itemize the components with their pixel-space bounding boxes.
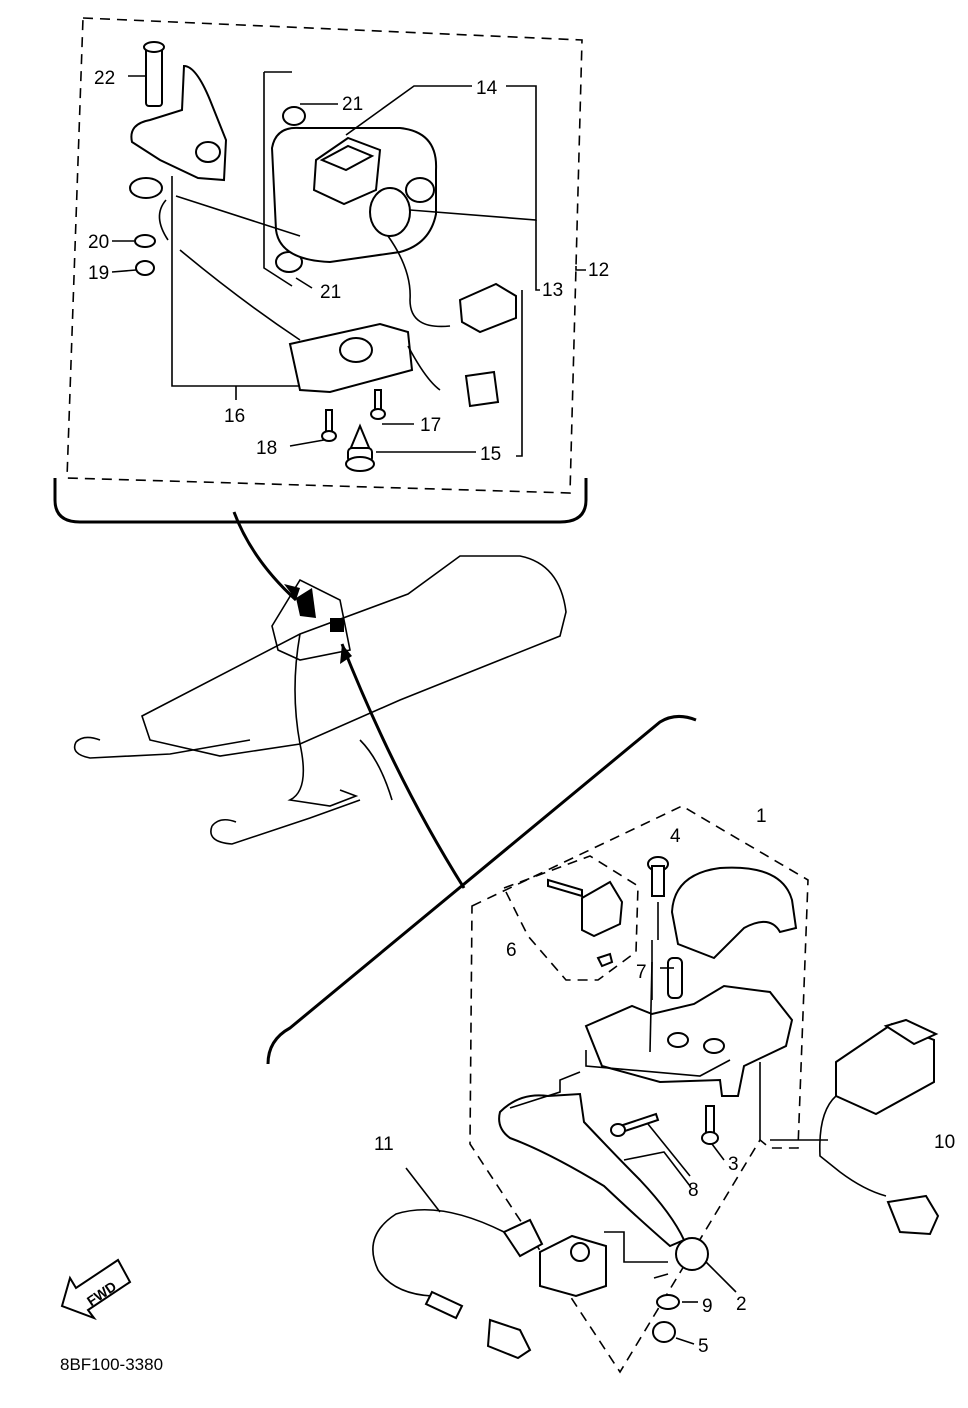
callout-9: 9: [702, 1296, 713, 1317]
callout-16: 16: [224, 406, 245, 427]
callout-10: 10: [934, 1132, 955, 1153]
mounting-bracket: [129, 41, 228, 241]
washer-19: [135, 260, 155, 276]
assembly-1-dashed-boundary: [469, 805, 809, 1374]
washer-20: [134, 234, 156, 248]
plug-15: [345, 423, 375, 472]
callout-6: 6: [506, 940, 517, 961]
callout-8: 8: [688, 1180, 699, 1201]
diagram-code: 8BF100-3380: [60, 1355, 163, 1374]
callout-20: 20: [88, 232, 109, 253]
callout-2: 2: [736, 1294, 747, 1315]
relay-10: [819, 1018, 940, 1236]
bolt-4: [647, 856, 669, 897]
screw-8: [610, 1112, 660, 1137]
inset-frame: [53, 478, 588, 524]
nut-21-top: [282, 106, 306, 126]
fwd-arrow: FWD: [60, 1258, 132, 1321]
callout-1: 1: [756, 806, 767, 827]
collar-7: [667, 957, 683, 999]
brake-switch: [372, 1208, 607, 1360]
callout-3: 3: [728, 1154, 739, 1175]
screw-3: [701, 1105, 719, 1145]
callout-21-bottom: 21: [320, 282, 341, 303]
callout-4: 4: [670, 826, 681, 847]
callout-11: 11: [374, 1134, 394, 1155]
callout-13: 13: [542, 280, 563, 301]
callout-22: 22: [94, 68, 115, 89]
callout-15: 15: [480, 444, 501, 465]
callout-17: 17: [420, 415, 441, 436]
switch-housing: [270, 126, 517, 334]
arrow-to-handlebar-upper: [232, 511, 298, 602]
screw-18: [321, 409, 337, 442]
nut-5: [652, 1321, 676, 1343]
lower-inset: 1 4 6 7 10 8 3 11 2 9 5: [266, 715, 955, 1374]
washer-9: [656, 1294, 680, 1310]
lever-bracket: [584, 984, 794, 1097]
callout-19: 19: [88, 263, 109, 284]
callout-7: 7: [636, 962, 647, 983]
arrow-to-handlebar-lower: [340, 643, 466, 889]
adjuster-6: [547, 878, 624, 968]
snowmobile-outline: [73, 555, 567, 845]
callout-18: 18: [256, 438, 277, 459]
callout-14: 14: [476, 78, 498, 99]
assembly-12-dashed-boundary: [66, 17, 583, 494]
lower-inset-frame: [266, 715, 697, 1065]
lower-switch-housing: [288, 322, 500, 408]
lever-cover: [670, 866, 798, 960]
brake-lever: [498, 1092, 686, 1248]
screw-17: [370, 389, 386, 420]
upper-inset: 22 21 14 20 19 21 13 12 16 17 18 15: [53, 17, 609, 524]
callout-5: 5: [698, 1336, 709, 1357]
callout-21-top: 21: [342, 94, 363, 115]
callout-12: 12: [588, 260, 609, 281]
assembly-6-dashed-boundary: [502, 855, 639, 981]
